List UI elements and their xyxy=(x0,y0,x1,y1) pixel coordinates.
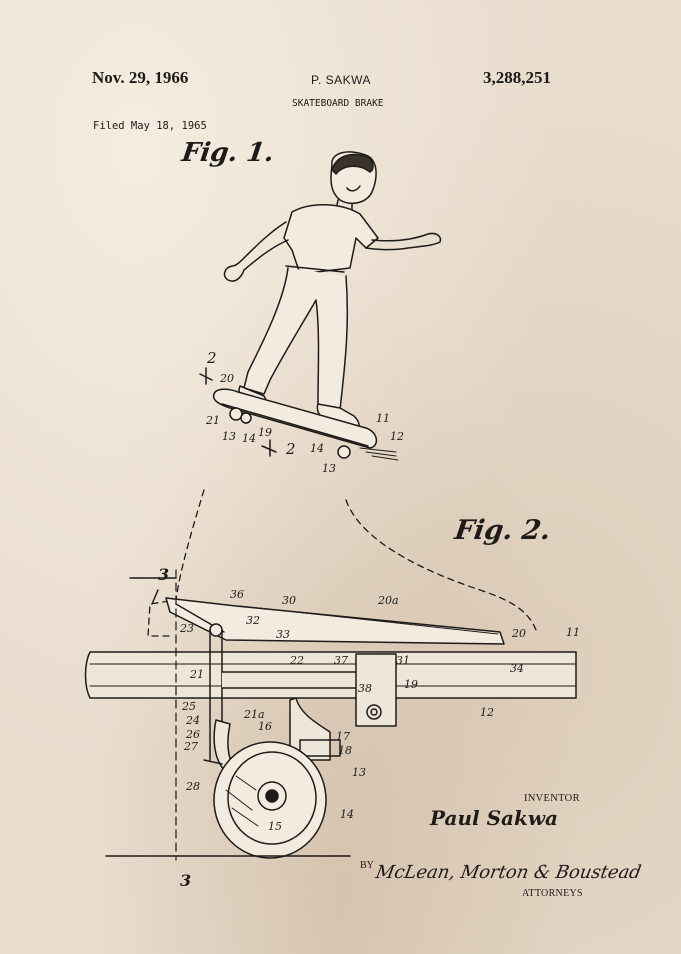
ref-number: 36 xyxy=(230,588,244,601)
ref-number: 17 xyxy=(336,730,350,743)
patent-number: 3,288,251 xyxy=(483,68,551,87)
ref-number: 22 xyxy=(289,654,304,667)
ref-number: 13 xyxy=(222,430,236,443)
ref-number: 19 xyxy=(258,426,272,439)
ref-number: 34 xyxy=(510,662,524,675)
ref-number: 25 xyxy=(181,700,196,713)
patent-title: SKATEBOARD BRAKE xyxy=(292,98,384,109)
inventor-header: P. SAKWA xyxy=(311,73,372,87)
attorney-firm-signature: McLean, Morton & Boustead xyxy=(374,862,643,883)
ref-number: 12 xyxy=(390,430,404,443)
inventor-label: INVENTOR xyxy=(524,793,580,804)
ref-number: 11 xyxy=(376,412,390,425)
ref-number: 20 xyxy=(511,627,526,640)
ref-number: 14 xyxy=(340,808,354,821)
ref-number: 14 xyxy=(310,442,324,455)
ref-number: 19 xyxy=(404,678,418,691)
ref-number: 21 xyxy=(205,414,220,427)
inventor-signature: Paul Sakwa xyxy=(430,806,558,830)
ref-number: 20a xyxy=(377,594,399,607)
ref-number: 33 xyxy=(276,628,290,641)
brake-mechanism xyxy=(84,569,577,861)
skateboarder-figure xyxy=(199,151,442,461)
section-mark-2b: 2 xyxy=(285,440,296,458)
ref-number: 37 xyxy=(334,654,348,667)
ref-number: 26 xyxy=(185,728,200,741)
ref-number: 30 xyxy=(282,594,296,607)
ref-number: 24 xyxy=(185,714,200,727)
by-label: BY xyxy=(360,860,374,871)
ref-number: 15 xyxy=(268,820,282,833)
filed-date: Filed May 18, 1965 xyxy=(93,120,207,132)
ref-number: 21a xyxy=(243,708,265,721)
section-mark-2a: 2 xyxy=(206,349,217,367)
attorneys-label: ATTORNEYS xyxy=(522,888,583,899)
ref-number: 23 xyxy=(179,622,194,635)
ref-number: 13 xyxy=(352,766,366,779)
ref-number: 32 xyxy=(246,614,260,627)
ref-number: 12 xyxy=(480,706,494,719)
ref-number: 28 xyxy=(185,780,200,793)
ref-number: 20 xyxy=(219,372,234,385)
patent-date: Nov. 29, 1966 xyxy=(92,68,189,87)
ref-number: 38 xyxy=(358,682,372,695)
ref-number: 16 xyxy=(258,720,272,733)
section-mark-3a: 3 xyxy=(158,565,169,584)
ref-number: 31 xyxy=(396,654,410,667)
section-mark-3b: 3 xyxy=(180,871,191,890)
ref-number: 14 xyxy=(242,432,256,445)
ref-number: 21 xyxy=(189,668,204,681)
ref-number: 11 xyxy=(566,626,580,639)
ref-number: 18 xyxy=(338,744,352,757)
ref-number: 13 xyxy=(322,462,336,475)
ref-number: 27 xyxy=(183,740,198,753)
